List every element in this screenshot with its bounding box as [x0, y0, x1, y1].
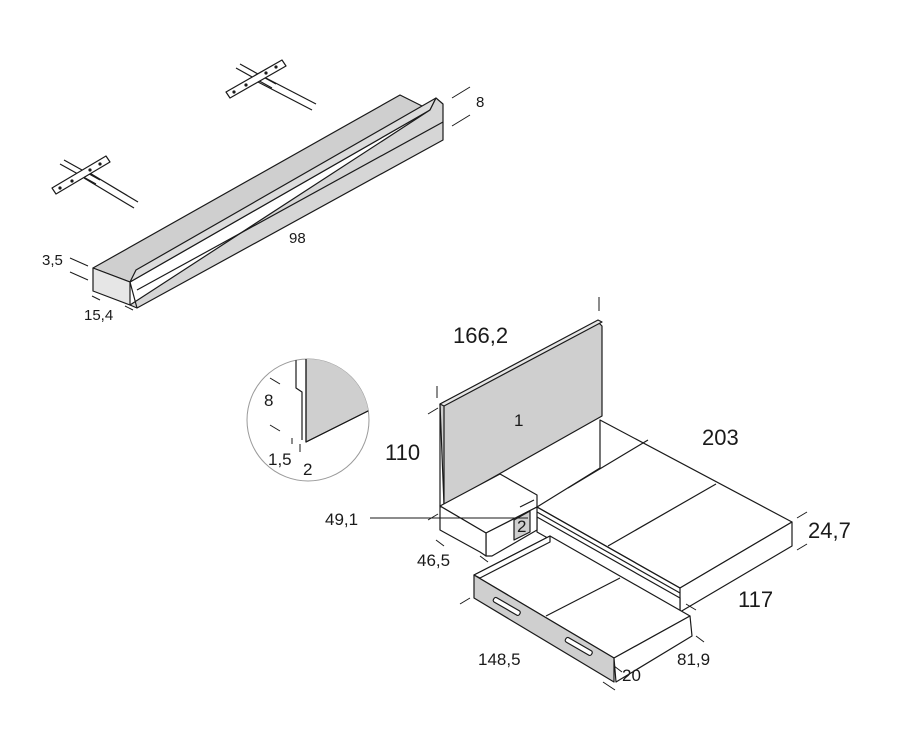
headboard-number-label: 1: [514, 411, 523, 430]
wall-shelf: 8 98 3,5 15,4: [42, 86, 484, 324]
shelf-length-label: 98: [289, 230, 306, 247]
side-unit-height-label: 49,1: [325, 510, 358, 529]
drawer-height-label: 20: [622, 666, 641, 685]
shelf-front-edge: [92, 267, 131, 306]
side-unit-depth-label: 46,5: [417, 551, 450, 570]
detail-height-label: 8: [264, 391, 273, 410]
detail-thickness-label: 2: [303, 460, 312, 479]
drawer-front: [473, 574, 615, 683]
drawer-depth-label: 81,9: [677, 650, 710, 669]
bed-length-label: 203: [702, 425, 739, 450]
drawer-length-label: 148,5: [478, 650, 521, 669]
headboard-height-label: 110: [385, 440, 420, 465]
headboard-edge: [439, 319, 603, 407]
headboard-width-label: 166,2: [453, 323, 508, 348]
shelf-depth-label: 15,4: [84, 307, 113, 324]
wall-bracket-left: [51, 155, 139, 209]
pull-out-drawer: 148,5 20 81,9: [459, 535, 710, 691]
wall-bracket-right: [225, 59, 317, 111]
shelf-back-lip: [129, 97, 437, 283]
shelf-height-label: 8: [476, 94, 484, 111]
shelf-top-surface: [92, 94, 431, 283]
drawer-handle-left: [492, 596, 521, 616]
detail-groove-label: 1,5: [268, 450, 292, 469]
bed-width-label: 117: [738, 587, 773, 612]
drawer-side: [613, 615, 693, 683]
bed-base-height-label: 24,7: [808, 518, 851, 543]
drawer-unit-number-label: 2: [517, 517, 526, 536]
detail-magnifier: 8 1,5 2: [246, 358, 370, 482]
bed-assembly: 166,2 110 203 24,7 117 1 2 49,1 46,5: [325, 297, 851, 613]
drawer-handle-right: [564, 636, 593, 656]
shelf-thickness-label: 3,5: [42, 252, 63, 269]
